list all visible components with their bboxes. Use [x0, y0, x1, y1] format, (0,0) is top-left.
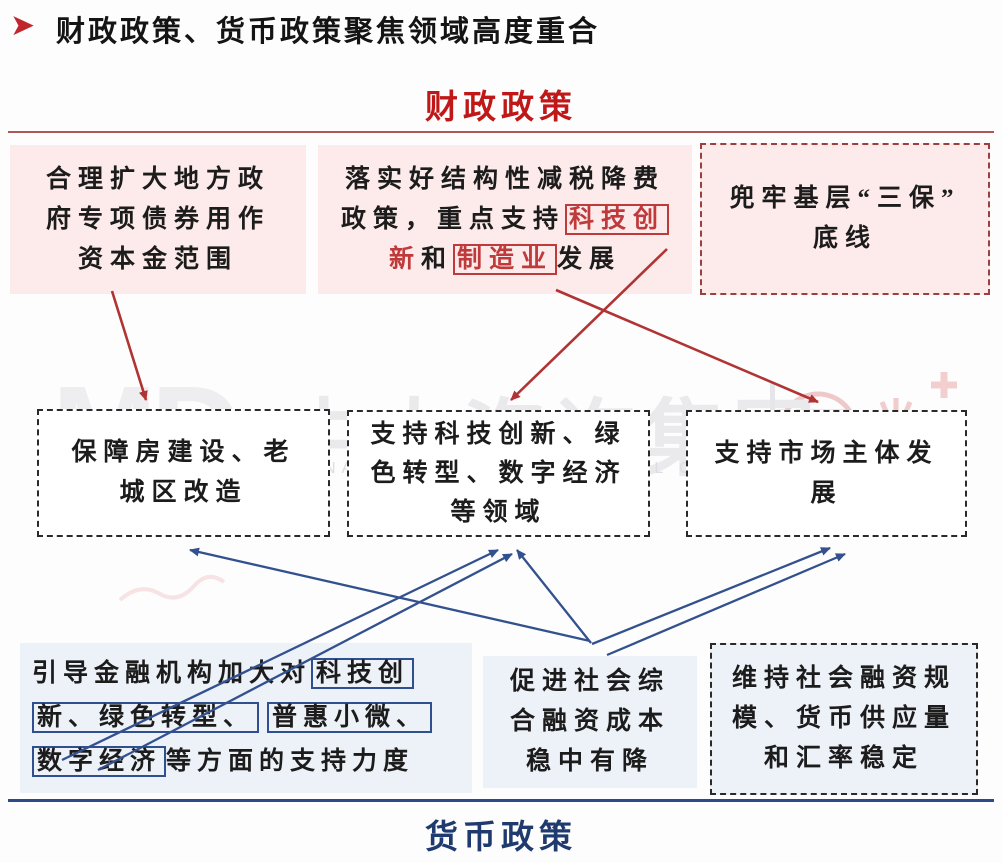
page-title: 财政政策、货币政策聚焦领域高度重合 [56, 16, 601, 48]
title-arrow-icon: ➤ [10, 8, 36, 43]
text-line: 落实好结构性减税降费 [318, 160, 692, 200]
text-line: 城区改造 [39, 473, 328, 513]
text-line: 府专项债券用作 [10, 200, 306, 240]
fiscal-box-special-bonds: 合理扩大地方政府专项债券用作资本金范围 [10, 145, 306, 294]
fiscal-policy-heading: 财政政策 [425, 90, 577, 126]
text-segment: 落实好结构性减税降费 [344, 165, 665, 193]
monetary-divider-line [8, 799, 994, 802]
text-segment: 模、货币供应量 [731, 705, 956, 732]
text-segment: 展 [810, 479, 843, 507]
keyword-highlight: 科技创 [311, 658, 415, 689]
text-segment: 和 [420, 245, 453, 273]
text-segment: 等领域 [450, 499, 547, 526]
middle-box-market-players: 支持市场主体发展 [686, 410, 967, 537]
text-segment: 维持社会融资规 [731, 665, 956, 692]
keyword-highlight: 科技创 [565, 203, 670, 235]
monetary-box-financial-support: 引导金融机构加大对科技创新、绿色转型、普惠小微、数字经济等方面的支持力度 [20, 643, 472, 793]
text-line: 新和制造业发展 [318, 240, 692, 280]
fiscal-box-three-guarantees: 兜牢基层“三保” 底线 [700, 143, 990, 295]
text-segment: 发展 [557, 245, 622, 273]
text-segment: 政策，重点支持 [340, 205, 565, 233]
keyword-highlight: 制造业 [453, 243, 558, 275]
text-line: 引导金融机构加大对科技创 [20, 652, 472, 696]
text-segment: 城区改造 [119, 479, 248, 506]
text-segment: 和汇率稳定 [763, 745, 924, 772]
text-line: 数字经济等方面的支持力度 [20, 740, 472, 784]
text-line: 和汇率稳定 [712, 739, 976, 779]
text-segment: 促进社会综 [509, 668, 670, 695]
text-segment: 合理扩大地方政 [45, 165, 270, 193]
text-line: 色转型、数字经济 [349, 454, 648, 493]
middle-box-housing: 保障房建设、老城区改造 [37, 409, 330, 537]
text-line: 维持社会融资规 [712, 659, 976, 699]
text-line: 资本金范围 [10, 240, 306, 280]
text-line: 新、绿色转型、普惠小微、 [20, 696, 472, 740]
text-line: 支持市场主体发 [688, 434, 965, 474]
text-segment: 支持市场主体发 [714, 439, 939, 467]
text-line: 兜牢基层“三保” [702, 179, 988, 219]
text-segment: 保障房建设、老 [71, 439, 296, 466]
keyword-highlight: 新、绿色转型、 [32, 702, 260, 733]
keyword-highlight: 新 [388, 245, 421, 273]
text-segment: 等方面的支持力度 [166, 748, 415, 775]
text-line: 支持科技创新、绿 [349, 415, 648, 454]
middle-box-tech-green: 支持科技创新、绿色转型、数字经济等领域 [347, 410, 650, 537]
monetary-policy-heading: 货币政策 [425, 820, 577, 856]
text-segment: 合融资成本 [509, 708, 670, 735]
text-line: 等领域 [349, 493, 648, 532]
text-segment: 府专项债券用作 [45, 205, 270, 233]
keyword-highlight: 普惠小微、 [267, 702, 433, 733]
text-line: 促进社会综 [483, 662, 697, 702]
keyword-highlight: 数字经济 [32, 746, 167, 777]
text-segment: 兜牢基层“三保” [729, 185, 961, 212]
monetary-box-money-supply: 维持社会融资规模、货币供应量和汇率稳定 [710, 643, 978, 795]
text-line: 展 [688, 474, 965, 514]
text-line: 保障房建设、老 [39, 433, 328, 473]
text-segment: 稳中有降 [525, 748, 654, 775]
monetary-box-financing-cost: 促进社会综合融资成本稳中有降 [483, 656, 697, 788]
text-segment: 引导金融机构加大对 [32, 660, 312, 687]
text-line: 稳中有降 [483, 742, 697, 782]
text-segment: 色转型、数字经济 [370, 460, 627, 487]
text-line: 底线 [702, 219, 988, 259]
text-segment: 支持科技创新、绿 [370, 421, 627, 448]
text-line: 合理扩大地方政 [10, 160, 306, 200]
text-line: 合融资成本 [483, 702, 697, 742]
text-line: 模、货币供应量 [712, 699, 976, 739]
fiscal-divider-line [8, 131, 994, 133]
text-segment: 底线 [812, 225, 877, 252]
text-line: 政策，重点支持科技创 [318, 200, 692, 240]
text-segment: 资本金范围 [77, 245, 238, 273]
fiscal-box-tax-reduction: 落实好结构性减税降费政策，重点支持科技创新和制造业发展 [318, 145, 692, 294]
